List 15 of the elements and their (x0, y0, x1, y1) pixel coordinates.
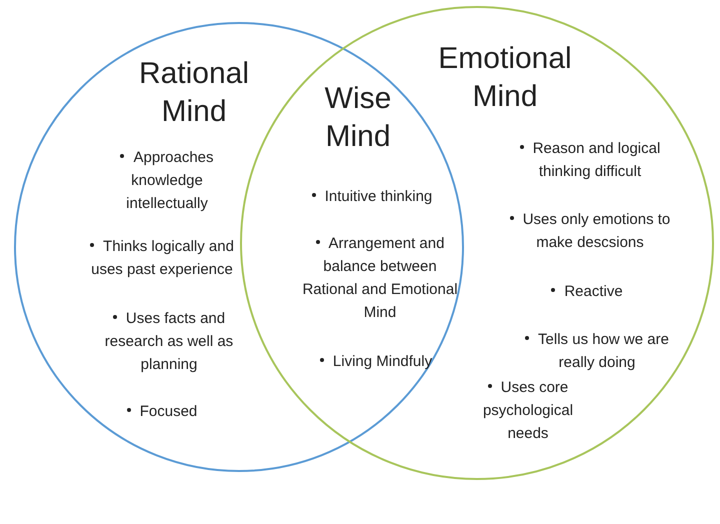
region-heading: Wise Mind (324, 81, 392, 155)
region-heading: Emotional Mind (437, 41, 573, 115)
bullet-item: Arrangement and balance between Rational and Emotional Mind (301, 234, 459, 323)
bullet-item: Reactive (527, 280, 647, 303)
bullet-item: Tells us how we are really doing (517, 328, 677, 374)
region-heading: Rational Mind (138, 56, 250, 130)
bullet-item: Living Mindfuly (296, 350, 456, 373)
bullet-item: Focused (102, 400, 222, 423)
bullet-item: Uses only emotions to make descsions (490, 208, 690, 254)
bullet-item: Thinks logically and uses past experience (89, 237, 235, 280)
bullet-item: Reason and logical thinking difficult (500, 137, 680, 183)
bullet-item: Uses core psychological needs (482, 378, 574, 444)
bullet-item: Approaches knowledge intellectually (94, 146, 240, 215)
bullet-item: Uses facts and research as well as planning (104, 309, 234, 375)
bullet-item: Intuitive thinking (292, 185, 452, 208)
